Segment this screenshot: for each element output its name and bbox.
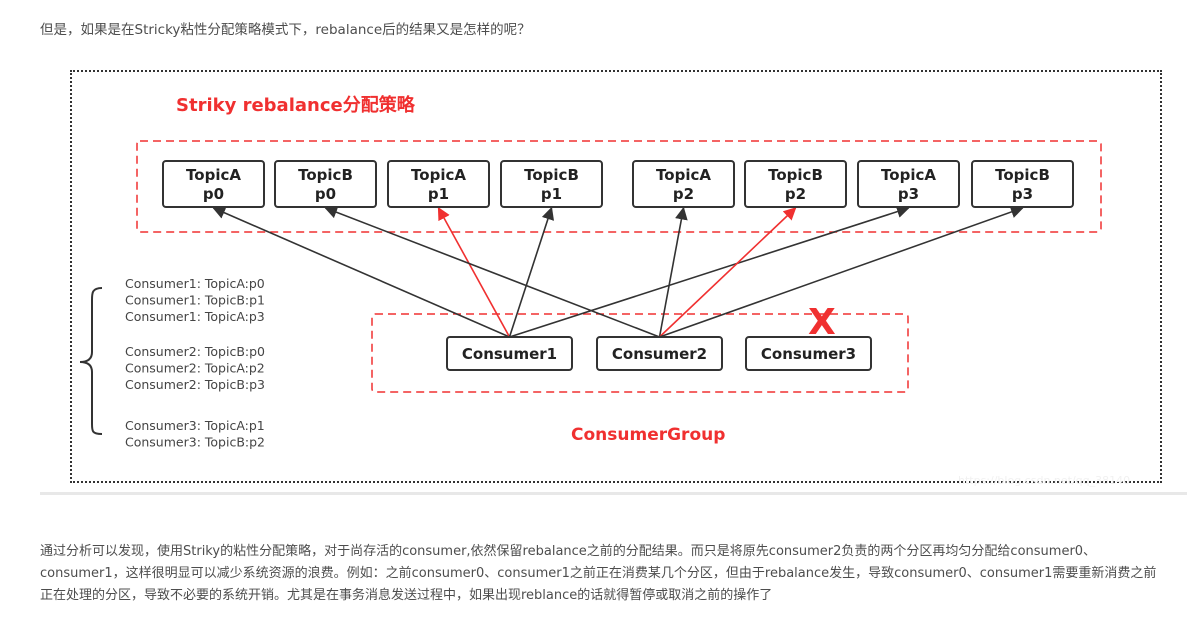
partition-topic-label: TopicA [881,166,936,184]
partition-topic-label: TopicA [411,166,466,184]
mapping-line: Consumer2: TopicB:p0 [125,344,265,359]
consumer-group-label: ConsumerGroup [571,425,725,445]
mapping-line: Consumer1: TopicB:p1 [125,293,265,308]
partition-number-label: p3 [1012,185,1033,203]
mapping-line: Consumer3: TopicA:p1 [125,418,265,433]
partition-topic-label: TopicB [995,166,1050,184]
separator [40,492,1187,495]
partition-topic-label: TopicB [524,166,579,184]
mapping-line: Consumer1: TopicA:p0 [125,276,265,291]
partition-number-label: p3 [898,185,919,203]
mapping-line: Consumer1: TopicA:p3 [125,309,265,324]
partitions-container [136,140,1102,233]
mapping-line: Consumer2: TopicB:p3 [125,377,265,392]
edge-c1-to-a1 [437,206,511,338]
intro-paragraph: 但是，如果是在Stricky粘性分配策略模式下，rebalance后的结果又是怎… [40,22,531,38]
consumer-label: Consumer2 [612,345,707,363]
edge-c2-to-a2 [658,206,688,338]
partition-number-label: p2 [673,185,694,203]
partition-number-label: p0 [315,185,336,203]
partitions-layer: TopicAp0TopicBp0TopicAp1TopicBp1TopicAp2… [162,160,1074,208]
consumer-box-c1: Consumer1 [446,336,573,371]
consumer-label: Consumer3 [761,345,856,363]
watermark: https://blog.csdn.net/qq_38140 [958,474,1131,487]
partition-number-label: p2 [785,185,806,203]
edge-c1-to-b1 [508,206,555,338]
brace-icon [79,287,103,435]
conclusion-paragraph: 通过分析可以发现，使用Striky的粘性分配策略，对于尚存活的consumer,… [40,544,1157,603]
edges-layer [212,205,1024,338]
mapping-line: Consumer2: TopicA:p2 [125,361,265,376]
mapping-line: Consumer3: TopicB:p2 [125,435,265,450]
diagram-title: Striky rebalance分配策略 [176,94,416,116]
edge-c2-to-b0 [324,206,660,338]
consumer-label: Consumer1 [462,345,557,363]
edge-c2-to-b3 [659,205,1024,338]
diagram-frame [70,70,1162,483]
partition-topic-label: TopicA [186,166,241,184]
partition-number-label: p1 [541,185,562,203]
consumer-box-c2: Consumer2 [596,336,723,371]
consumer-group-container [371,313,909,393]
partition-topic-label: TopicA [656,166,711,184]
partition-topic-label: TopicB [298,166,353,184]
edge-c1-to-a3 [509,205,910,338]
partition-number-label: p1 [428,185,449,203]
edge-c1-to-a0 [212,206,510,338]
consumer-box-c3: Consumer3 [745,336,872,371]
edge-c2-to-b2 [658,207,797,338]
partition-topic-label: TopicB [768,166,823,184]
consumers-layer: Consumer1 Consumer2 Consumer3 [446,336,872,371]
removed-x-mark: X [808,302,836,343]
partition-number-label: p0 [203,185,224,203]
